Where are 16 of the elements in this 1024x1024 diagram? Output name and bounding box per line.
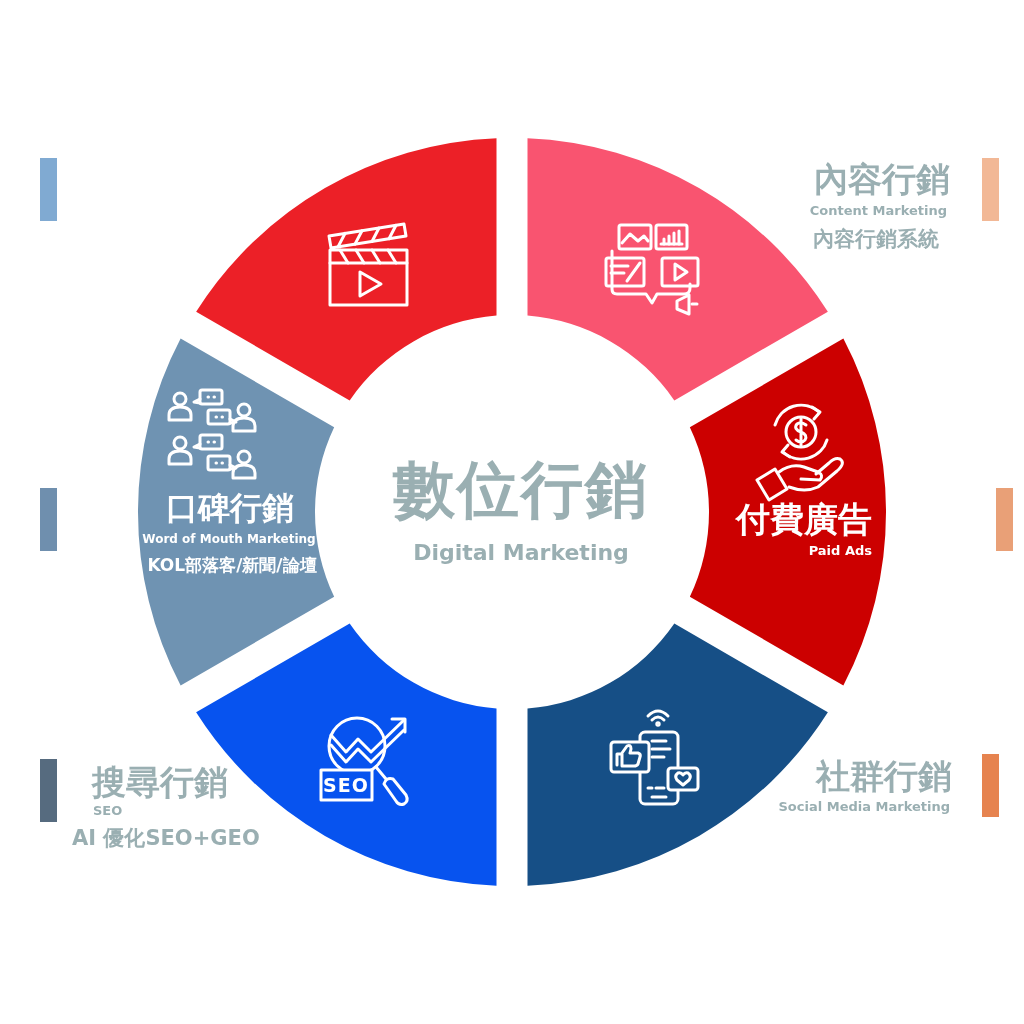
heading-text: 付費廣告 — [736, 500, 872, 540]
subheading-text: SEO — [93, 803, 123, 819]
icon-label: SEO — [323, 775, 369, 797]
description-text: AI 優化SEO+GEO — [72, 825, 260, 851]
subheading-text: Paid Ads — [808, 543, 872, 559]
subheading-text: Social Media Marketing — [778, 799, 950, 815]
heading-text: 口碑行銷 — [166, 489, 294, 527]
description-text: 內容行銷系統 — [813, 226, 939, 252]
subheading-text: Word of Mouth Marketing — [142, 533, 316, 547]
subtitle-text: Digital Marketing — [413, 540, 629, 566]
title-text: 數位行銷 — [393, 454, 649, 526]
heading-text: 內容行銷 — [814, 160, 950, 200]
subheading-text: Content Marketing — [809, 203, 947, 219]
description-text: KOL部落客/新聞/論壇 — [147, 556, 317, 576]
heading-text: 搜尋行銷 — [92, 763, 228, 803]
heading-text: 社群行銷 — [816, 757, 952, 797]
